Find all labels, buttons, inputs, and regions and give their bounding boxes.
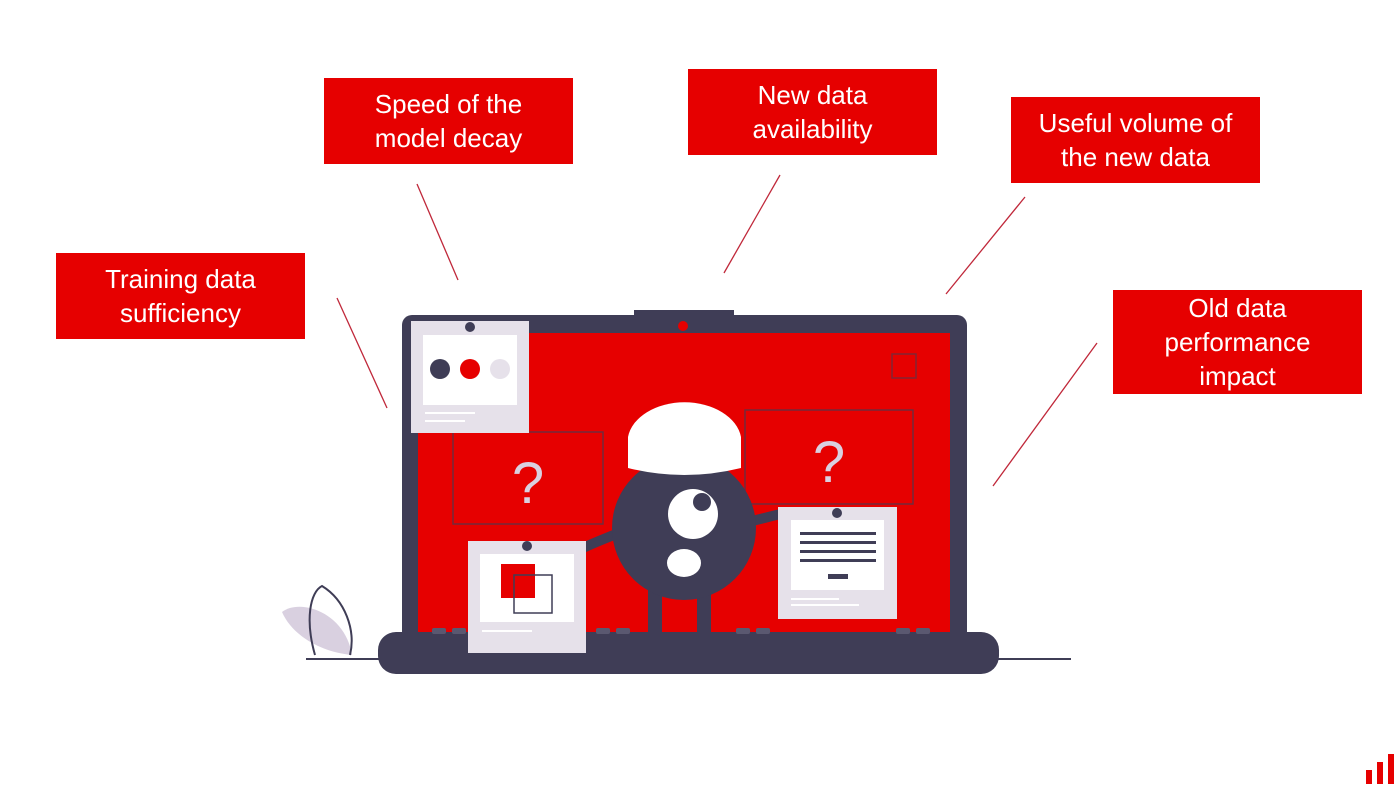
- label-line: performance: [1164, 327, 1311, 357]
- screen-corner-square: [891, 353, 917, 379]
- label-speed-of-model-decay: Speed of the model decay: [324, 78, 573, 164]
- label-line: Old data: [1188, 293, 1287, 323]
- keyboard-keys: [432, 628, 930, 634]
- label-useful-volume-of-new-data: Useful volume of the new data: [1011, 97, 1260, 183]
- label-line: impact: [1199, 361, 1276, 391]
- connector-training: [336, 297, 388, 409]
- label-line: Useful volume of: [1038, 108, 1233, 138]
- bar-chart-logo-icon: [1366, 754, 1394, 784]
- squares-card: [468, 541, 586, 653]
- character-mouth: [667, 549, 701, 577]
- plant-leaf-icon: [282, 584, 353, 656]
- connector-speed: [416, 183, 459, 281]
- label-line: New data: [757, 80, 868, 110]
- label-line: sufficiency: [120, 298, 241, 328]
- webcam-notch: [634, 310, 734, 322]
- dots-card: [411, 321, 529, 433]
- connector-new-data: [723, 174, 781, 274]
- question-mark-left: ?: [512, 451, 544, 516]
- document-card: [778, 507, 897, 619]
- label-old-data-performance-impact: Old data performance impact: [1113, 290, 1362, 394]
- label-new-data-availability: New data availability: [688, 69, 937, 155]
- connector-old-data: [992, 342, 1098, 487]
- label-line: Speed of the: [374, 89, 523, 119]
- question-panel-right: [744, 409, 914, 505]
- character: [578, 402, 795, 632]
- label-training-data-sufficiency: Training data sufficiency: [56, 253, 305, 339]
- label-line: Training data: [105, 264, 256, 294]
- label-line: availability: [752, 114, 873, 144]
- connector-volume: [945, 196, 1026, 295]
- label-line: the new data: [1061, 142, 1210, 172]
- webcam-dot: [678, 321, 688, 331]
- label-line: model decay: [374, 123, 523, 153]
- question-mark-right: ?: [813, 430, 845, 495]
- connector-lines: [336, 174, 1098, 487]
- character-eye: [668, 489, 718, 539]
